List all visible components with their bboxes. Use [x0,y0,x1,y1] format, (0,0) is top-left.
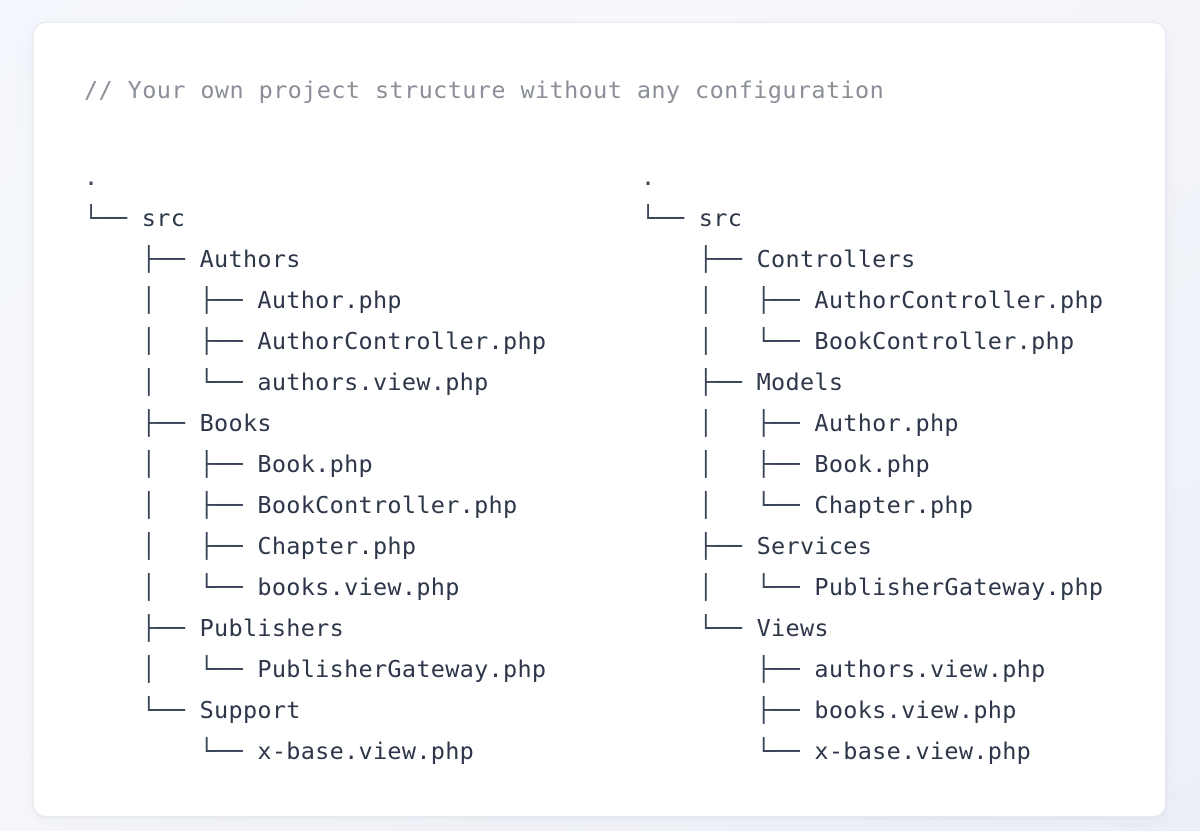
tree-row: │ ├── Book.php [641,444,1161,485]
tree-branch-connector: └── [84,737,258,765]
tree-branch-connector: └── [84,204,142,232]
tree-branch-connector: │ ├── [641,450,815,478]
tree-node-label: src [141,204,186,232]
tree-branch-connector: . [641,163,656,191]
tree-branch-connector: └── [641,737,815,765]
tree-node-label: Publishers [199,614,345,642]
tree-node-label: Services [756,532,873,560]
tree-node-label: BookController.php [257,491,518,519]
tree-branch-connector: ├── [641,532,757,560]
tree-branch-connector: └── [84,696,200,724]
tree-comparison-container: .└── src ├── Authors │ ├── Author.php │ … [84,157,1165,772]
file-tree-feature-grouped: . └── src ├── Authors │ ├── Author.php │ … [84,157,641,772]
tree-branch-connector: ├── [641,696,815,724]
tree-row: ├── books.view.php [641,690,1161,731]
tree-branch-connector: │ ├── [641,409,815,437]
tree-row: │ ├── Author.php [84,280,641,321]
tree-row: │ └── authors.view.php [84,362,641,403]
tree-node-label: PublisherGateway.php [257,655,547,683]
tree-row: │ ├── AuthorController.php [84,321,641,362]
tree-row: ├── Books [84,403,641,444]
tree-row: │ └── PublisherGateway.php [641,567,1161,608]
tree-row: └── x-base.view.php [641,731,1161,772]
tree-node-label: AuthorController.php [257,327,547,355]
tree-node-label: AuthorController.php [814,286,1104,314]
tree-node-label: Chapter.php [257,532,417,560]
tree-node-label: authors.view.php [814,655,1046,683]
tree-row: └── x-base.view.php [84,731,641,772]
tree-branch-connector: │ ├── [84,450,258,478]
tree-row: │ ├── Book.php [84,444,641,485]
tree-branch-connector: │ ├── [84,286,258,314]
tree-branch-connector: │ ├── [84,532,258,560]
tree-branch-connector: └── [641,204,699,232]
tree-branch-connector: │ └── [84,368,258,396]
tree-branch-connector: ├── [641,655,815,683]
tree-node-label: Models [756,368,844,396]
tree-branch-connector: │ ├── [84,327,258,355]
tree-branch-connector: ├── [84,245,200,273]
tree-branch-connector: │ └── [641,491,815,519]
tree-node-label: Authors [199,245,301,273]
tree-node-label: books.view.php [257,573,460,601]
tree-node-label: books.view.php [814,696,1017,724]
tree-row: │ ├── Chapter.php [84,526,641,567]
tree-node-label: x-base.view.php [257,737,475,765]
tree-branch-connector: ├── [641,245,757,273]
tree-row: └── src [84,198,641,239]
tree-row: │ └── Chapter.php [641,485,1161,526]
tree-row: └── Support [84,690,641,731]
tree-branch-connector: │ └── [84,655,258,683]
tree-branch-connector: │ └── [641,573,815,601]
tree-row: │ └── PublisherGateway.php [84,649,641,690]
tree-root-marker: . [84,157,641,198]
tree-branch-connector: ├── [84,409,200,437]
comment-line: // Your own project structure without an… [84,76,885,104]
tree-row: ├── Services [641,526,1161,567]
tree-root-marker: . [641,157,1161,198]
tree-row: ├── Publishers [84,608,641,649]
tree-branch-connector: └── [641,614,757,642]
code-snippet-card: // Your own project structure without an… [33,22,1166,817]
tree-row: ├── authors.view.php [641,649,1161,690]
tree-node-label: Book.php [257,450,373,478]
tree-node-label: Controllers [756,245,916,273]
tree-row: │ ├── AuthorController.php [641,280,1161,321]
tree-body-left: . └── src ├── Authors │ ├── Author.php │ … [84,157,641,772]
tree-node-label: authors.view.php [257,368,489,396]
tree-node-label: PublisherGateway.php [814,573,1104,601]
tree-node-label: Support [199,696,301,724]
tree-row: ├── Authors [84,239,641,280]
tree-node-label: Books [199,409,272,437]
tree-row: │ └── books.view.php [84,567,641,608]
tree-branch-connector: . [84,163,99,191]
tree-branch-connector: │ ├── [84,491,258,519]
tree-node-label: Book.php [814,450,930,478]
tree-node-label: Views [756,614,829,642]
tree-node-label: BookController.php [814,327,1075,355]
tree-row: ├── Controllers [641,239,1161,280]
tree-row: │ ├── Author.php [641,403,1161,444]
tree-row: ├── Models [641,362,1161,403]
tree-branch-connector: ├── [84,614,200,642]
tree-branch-connector: │ └── [641,327,815,355]
tree-node-label: Author.php [814,409,959,437]
tree-row: │ ├── BookController.php [84,485,641,526]
tree-row: │ └── BookController.php [641,321,1161,362]
tree-node-label: x-base.view.php [814,737,1032,765]
file-tree-layer-grouped: . └── src ├── Controllers │ ├── AuthorCon… [641,157,1161,772]
tree-node-label: src [698,204,743,232]
tree-body-right: . └── src ├── Controllers │ ├── AuthorCon… [641,157,1161,772]
tree-row: └── Views [641,608,1161,649]
tree-row: └── src [641,198,1161,239]
tree-node-label: Author.php [257,286,402,314]
tree-branch-connector: │ ├── [641,286,815,314]
tree-branch-connector: ├── [641,368,757,396]
tree-branch-connector: │ └── [84,573,258,601]
tree-node-label: Chapter.php [814,491,974,519]
